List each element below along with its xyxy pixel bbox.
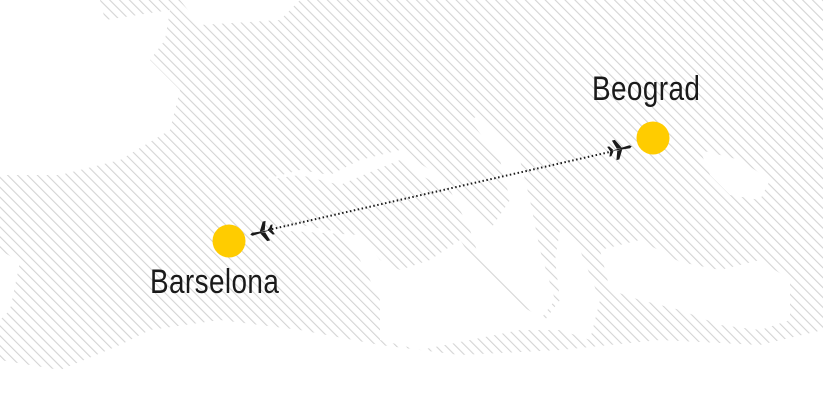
airplane-icon — [607, 139, 632, 161]
city-label-barselona: Barselona — [150, 263, 280, 301]
route-line — [267, 150, 615, 231]
city-marker-beograd[interactable] — [636, 121, 670, 155]
airplane-icon — [250, 220, 275, 242]
city-marker-barselona[interactable] — [212, 224, 246, 258]
city-label-beograd: Beograd — [592, 70, 701, 108]
